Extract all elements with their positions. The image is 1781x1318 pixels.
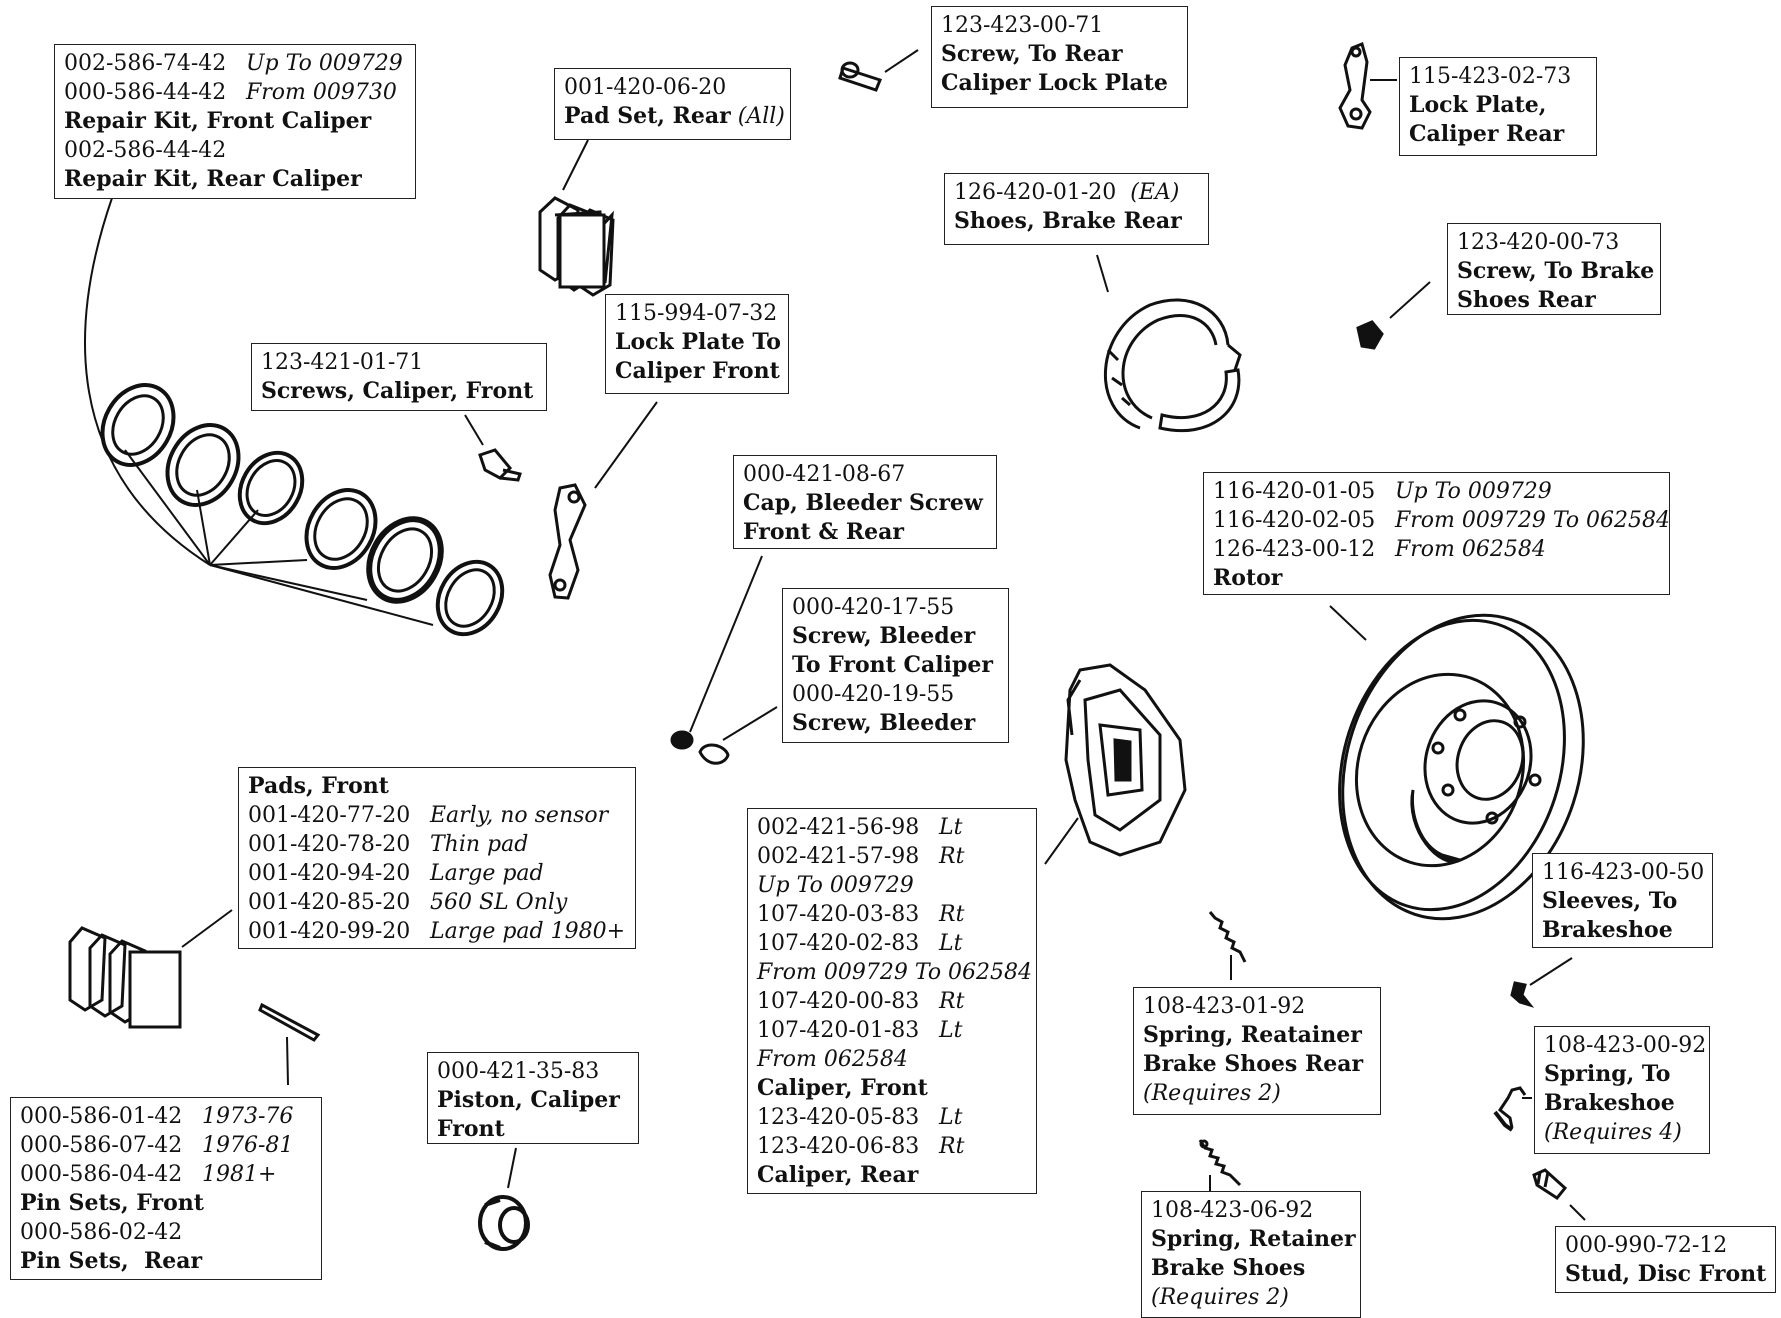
label-cap-bleeder: 000-421-08-67 Cap, Bleeder Screw Front &… [733, 455, 997, 549]
spring-brakeshoe-icon [1493, 1086, 1527, 1132]
leader-caliper [1044, 817, 1079, 865]
label-lock-plate-rear: 115-423-02-73 Lock Plate, Caliper Rear [1399, 57, 1597, 156]
rear-brake-shoes-icon [1104, 298, 1242, 433]
label-screw-brake-shoes: 123-420-00-73 Screw, To Brake Shoes Rear [1447, 223, 1661, 315]
piston-icon [478, 1195, 530, 1251]
leader-seal-1 [124, 449, 211, 566]
front-caliper-icon [1064, 663, 1187, 857]
label-stud: 000-990-72-12 Stud, Disc Front [1555, 1226, 1776, 1293]
label-spring-retainer: 108-423-06-92 Spring, Retainer Brake Sho… [1141, 1191, 1361, 1318]
leader-seal-5 [209, 564, 368, 601]
pin-icon [258, 1002, 321, 1042]
brake-rotor-icon [1338, 613, 1585, 921]
label-pad-set-rear: 001-420-06-20 Pad Set, Rear (All) [554, 68, 791, 140]
label-screws-caliper-front: 123-421-01-71 Screws, Caliper, Front [251, 343, 547, 411]
leader-screws-caliper [464, 414, 484, 446]
leader-stud [1569, 1204, 1586, 1221]
rear-lock-plate-icon [1338, 41, 1372, 130]
leader-cap-bleeder [689, 555, 763, 733]
brake-shoe-screw-icon [1356, 320, 1384, 350]
bleeder-cap-icon [670, 730, 730, 765]
label-spring-retainer-rear: 108-423-01-92 Spring, Reatainer Brake Sh… [1133, 987, 1381, 1115]
rear-lock-screw-icon [838, 61, 882, 92]
leader-pads-front [181, 909, 233, 948]
leader-screw-shoes [1389, 281, 1431, 319]
spring-retainer-icon [1198, 1139, 1242, 1187]
label-spring-brakeshoe: 108-423-00-92 Spring, To Brakeshoe (Requ… [1534, 1026, 1710, 1154]
leader-repair-kit [84, 197, 211, 566]
label-screw-bleeder: 000-420-17-55 Screw, Bleeder To Front Ca… [782, 588, 1009, 743]
sleeve-icon [1510, 981, 1535, 1008]
label-screw-rear-lock-plate: 123-423-00-71 Screw, To Rear Caliper Loc… [931, 6, 1188, 108]
leader-lock-plate-front [594, 401, 658, 489]
label-piston: 000-421-35-83 Piston, Caliper Front [427, 1052, 639, 1144]
leader-pad-rear [562, 139, 589, 191]
leader-piston [507, 1147, 517, 1189]
front-pad-set-icon [68, 926, 182, 1029]
seal-rings-icon [100, 383, 505, 637]
leader-screw-rear [884, 49, 919, 73]
leader-sleeves [1529, 957, 1573, 986]
label-sleeves: 116-423-00-50 Sleeves, To Brakeshoe [1532, 853, 1713, 948]
front-lock-plate-icon [548, 483, 587, 600]
leader-seal-2 [196, 489, 211, 566]
label-lock-plate-front: 115-994-07-32 Lock Plate To Caliper Fron… [605, 294, 789, 394]
leader-seal-6 [209, 564, 434, 626]
leader-pin [286, 1036, 289, 1086]
leader-shoes-rear [1096, 254, 1109, 293]
leader-rotor [1329, 605, 1367, 641]
label-shoes-brake-rear: 126-420-01-20 (EA) Shoes, Brake Rear [944, 173, 1209, 245]
leader-seal-4 [209, 559, 308, 566]
spring-rear-icon [1208, 911, 1247, 963]
leader-screw-bleeder [722, 706, 778, 741]
caliper-front-screw-icon [478, 448, 522, 482]
stud-icon [1532, 1168, 1568, 1200]
rear-pad-set-icon [538, 196, 615, 297]
